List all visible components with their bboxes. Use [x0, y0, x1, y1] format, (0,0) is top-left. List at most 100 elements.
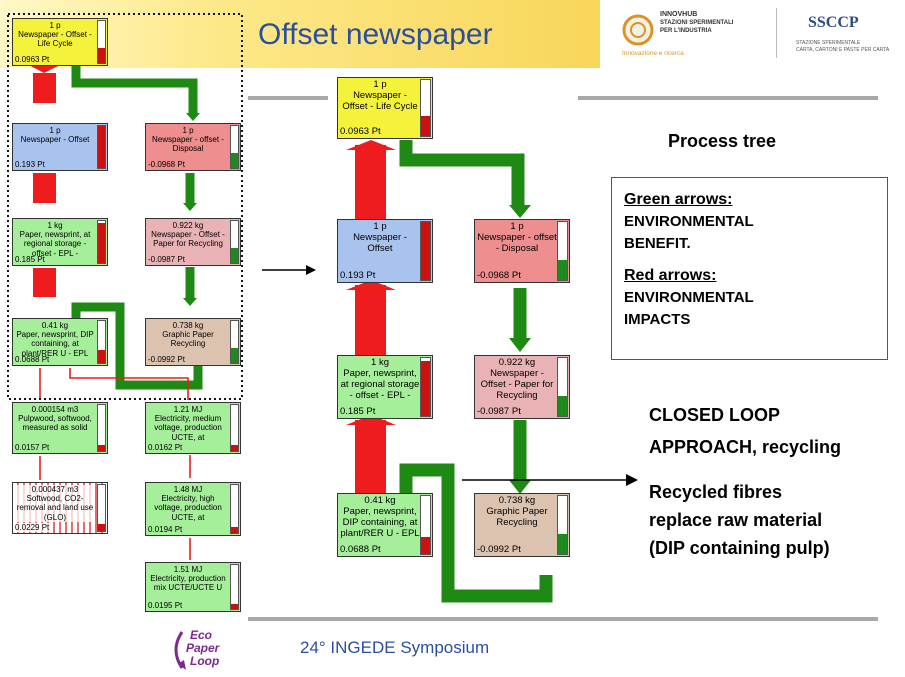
node-bar: [420, 357, 431, 417]
legend-box: Green arrows: ENVIRONMENTAL BENEFIT. Red…: [611, 177, 888, 360]
node-label: Newspaper - Offset - Life Cycle: [342, 89, 418, 112]
node-label: Newspaper - Offset: [353, 231, 407, 254]
node-bar: [230, 404, 239, 452]
selection-frame: [7, 13, 243, 400]
node-label: Paper, newsprint, DIP containing, at pla…: [340, 505, 420, 539]
node-bar: [230, 484, 239, 534]
node-qty: 0.922 kg: [498, 357, 536, 368]
node-bar-fill: [558, 533, 567, 554]
node-label: Newspaper - Offset: [20, 135, 90, 145]
node-bar-fill: [558, 395, 567, 416]
node-qty: 1.21 MJ: [173, 405, 203, 414]
node-bar: [557, 357, 568, 417]
node-label: Newspaper - Offset - Paper for Recycling: [151, 230, 225, 249]
node-bar: [97, 125, 106, 169]
node-bar-fill: [421, 536, 430, 554]
legend-red-text-1: ENVIRONMENTAL: [624, 289, 754, 306]
node-bar-fill: [98, 223, 105, 263]
node-qty: 1 p: [510, 221, 524, 232]
node-qty: 1.48 MJ: [173, 485, 203, 494]
node-score: 0.0162 Pt: [148, 443, 183, 452]
ssccp-line2: CARTA, CARTONI E PASTE PER CARTA: [796, 47, 890, 53]
node-bar-fill: [98, 48, 105, 63]
node-bar-fill: [231, 248, 238, 263]
node-score: 0.0963 Pt: [15, 55, 50, 64]
node-score: -0.0968 Pt: [148, 160, 185, 169]
zoom-arrow: [262, 265, 316, 275]
node-bar: [97, 404, 106, 452]
node-label: Softwood, CO2-removal and land use (GLO): [16, 494, 94, 522]
node-label: Graphic Paper Recycling: [162, 330, 214, 349]
node-bar-fill: [558, 259, 567, 280]
node-bar: [420, 495, 431, 555]
node-bar: [557, 495, 568, 555]
recycled-line-1: Recycled fibres: [649, 482, 783, 502]
small-thin-arrows: [39, 368, 191, 560]
innovhub-sub2: PER L'INDUSTRIA: [660, 28, 712, 34]
node-score: 0.193 Pt: [15, 160, 45, 169]
logo-loop: Loop: [190, 654, 220, 668]
node-label: Pulpwood, softwood, measured as solid: [18, 414, 92, 433]
loop-arrow-icon: [174, 631, 186, 670]
node-label: Graphic Paper Recycling: [486, 505, 548, 528]
small-arrow-s6-s4: [33, 268, 56, 297]
node-bar-fill: [231, 445, 238, 451]
legend-red-text-2: IMPACTS: [624, 311, 691, 328]
node-bar: [97, 320, 106, 364]
node-score: -0.0987 Pt: [148, 255, 185, 264]
ssccp-line1: STAZIONE SPERIMENTALE: [796, 40, 861, 46]
node-bar-fill: [98, 445, 105, 451]
node-bar: [230, 220, 239, 264]
big-red-arrows: [346, 140, 396, 494]
closed-loop-line-1: CLOSED LOOP: [649, 405, 781, 425]
big-arrow-b4-b2: [355, 285, 386, 356]
node-score: 0.0157 Pt: [15, 443, 50, 452]
node-score: -0.0992 Pt: [148, 355, 185, 364]
node-label: Paper, newsprint, at regional storage - …: [340, 367, 420, 401]
ecopaperloop-logo: Eco Paper Loop: [168, 628, 238, 672]
node-qty: 1 p: [49, 126, 61, 135]
node-qty: 0.000437 m3: [31, 485, 79, 494]
small-red-arrows: [25, 63, 64, 297]
node-score: -0.0968 Pt: [477, 270, 521, 281]
node-label: Paper, newsprint, DIP containing, at pla…: [16, 330, 94, 358]
node-bar-fill: [231, 603, 238, 609]
node-label: Electricity, medium voltage, production …: [154, 414, 222, 442]
node-label: Newspaper - offset - Disposal: [152, 135, 224, 154]
small-arrow-s6-s7: [71, 302, 203, 390]
footer-symposium: 24° INGEDE Symposium: [300, 638, 490, 657]
node-score: 0.0688 Pt: [340, 544, 381, 555]
node-label: Newspaper - Offset - Paper for Recycling: [480, 367, 554, 401]
node-bar: [230, 125, 239, 169]
logo-eco: Eco: [190, 628, 213, 642]
node-bar: [97, 220, 106, 264]
node-score: 0.0688 Pt: [15, 355, 50, 364]
node-qty: 1 p: [182, 126, 194, 135]
node-score: 0.185 Pt: [340, 406, 376, 417]
node-bar-fill: [231, 348, 238, 363]
innovhub-sub1: STAZIONI SPERIMENTALI: [660, 20, 734, 26]
node-bar: [230, 320, 239, 364]
page-title: Offset newspaper: [258, 18, 493, 51]
node-score: 0.185 Pt: [15, 255, 45, 264]
small-arrow-s3-s1: [71, 66, 198, 115]
innovhub-tagline: Innovazione e ricerca: [622, 50, 684, 57]
node-qty: 1 p: [49, 21, 61, 30]
node-qty: 0.000154 m3: [31, 405, 79, 414]
node-bar-fill: [421, 360, 430, 416]
